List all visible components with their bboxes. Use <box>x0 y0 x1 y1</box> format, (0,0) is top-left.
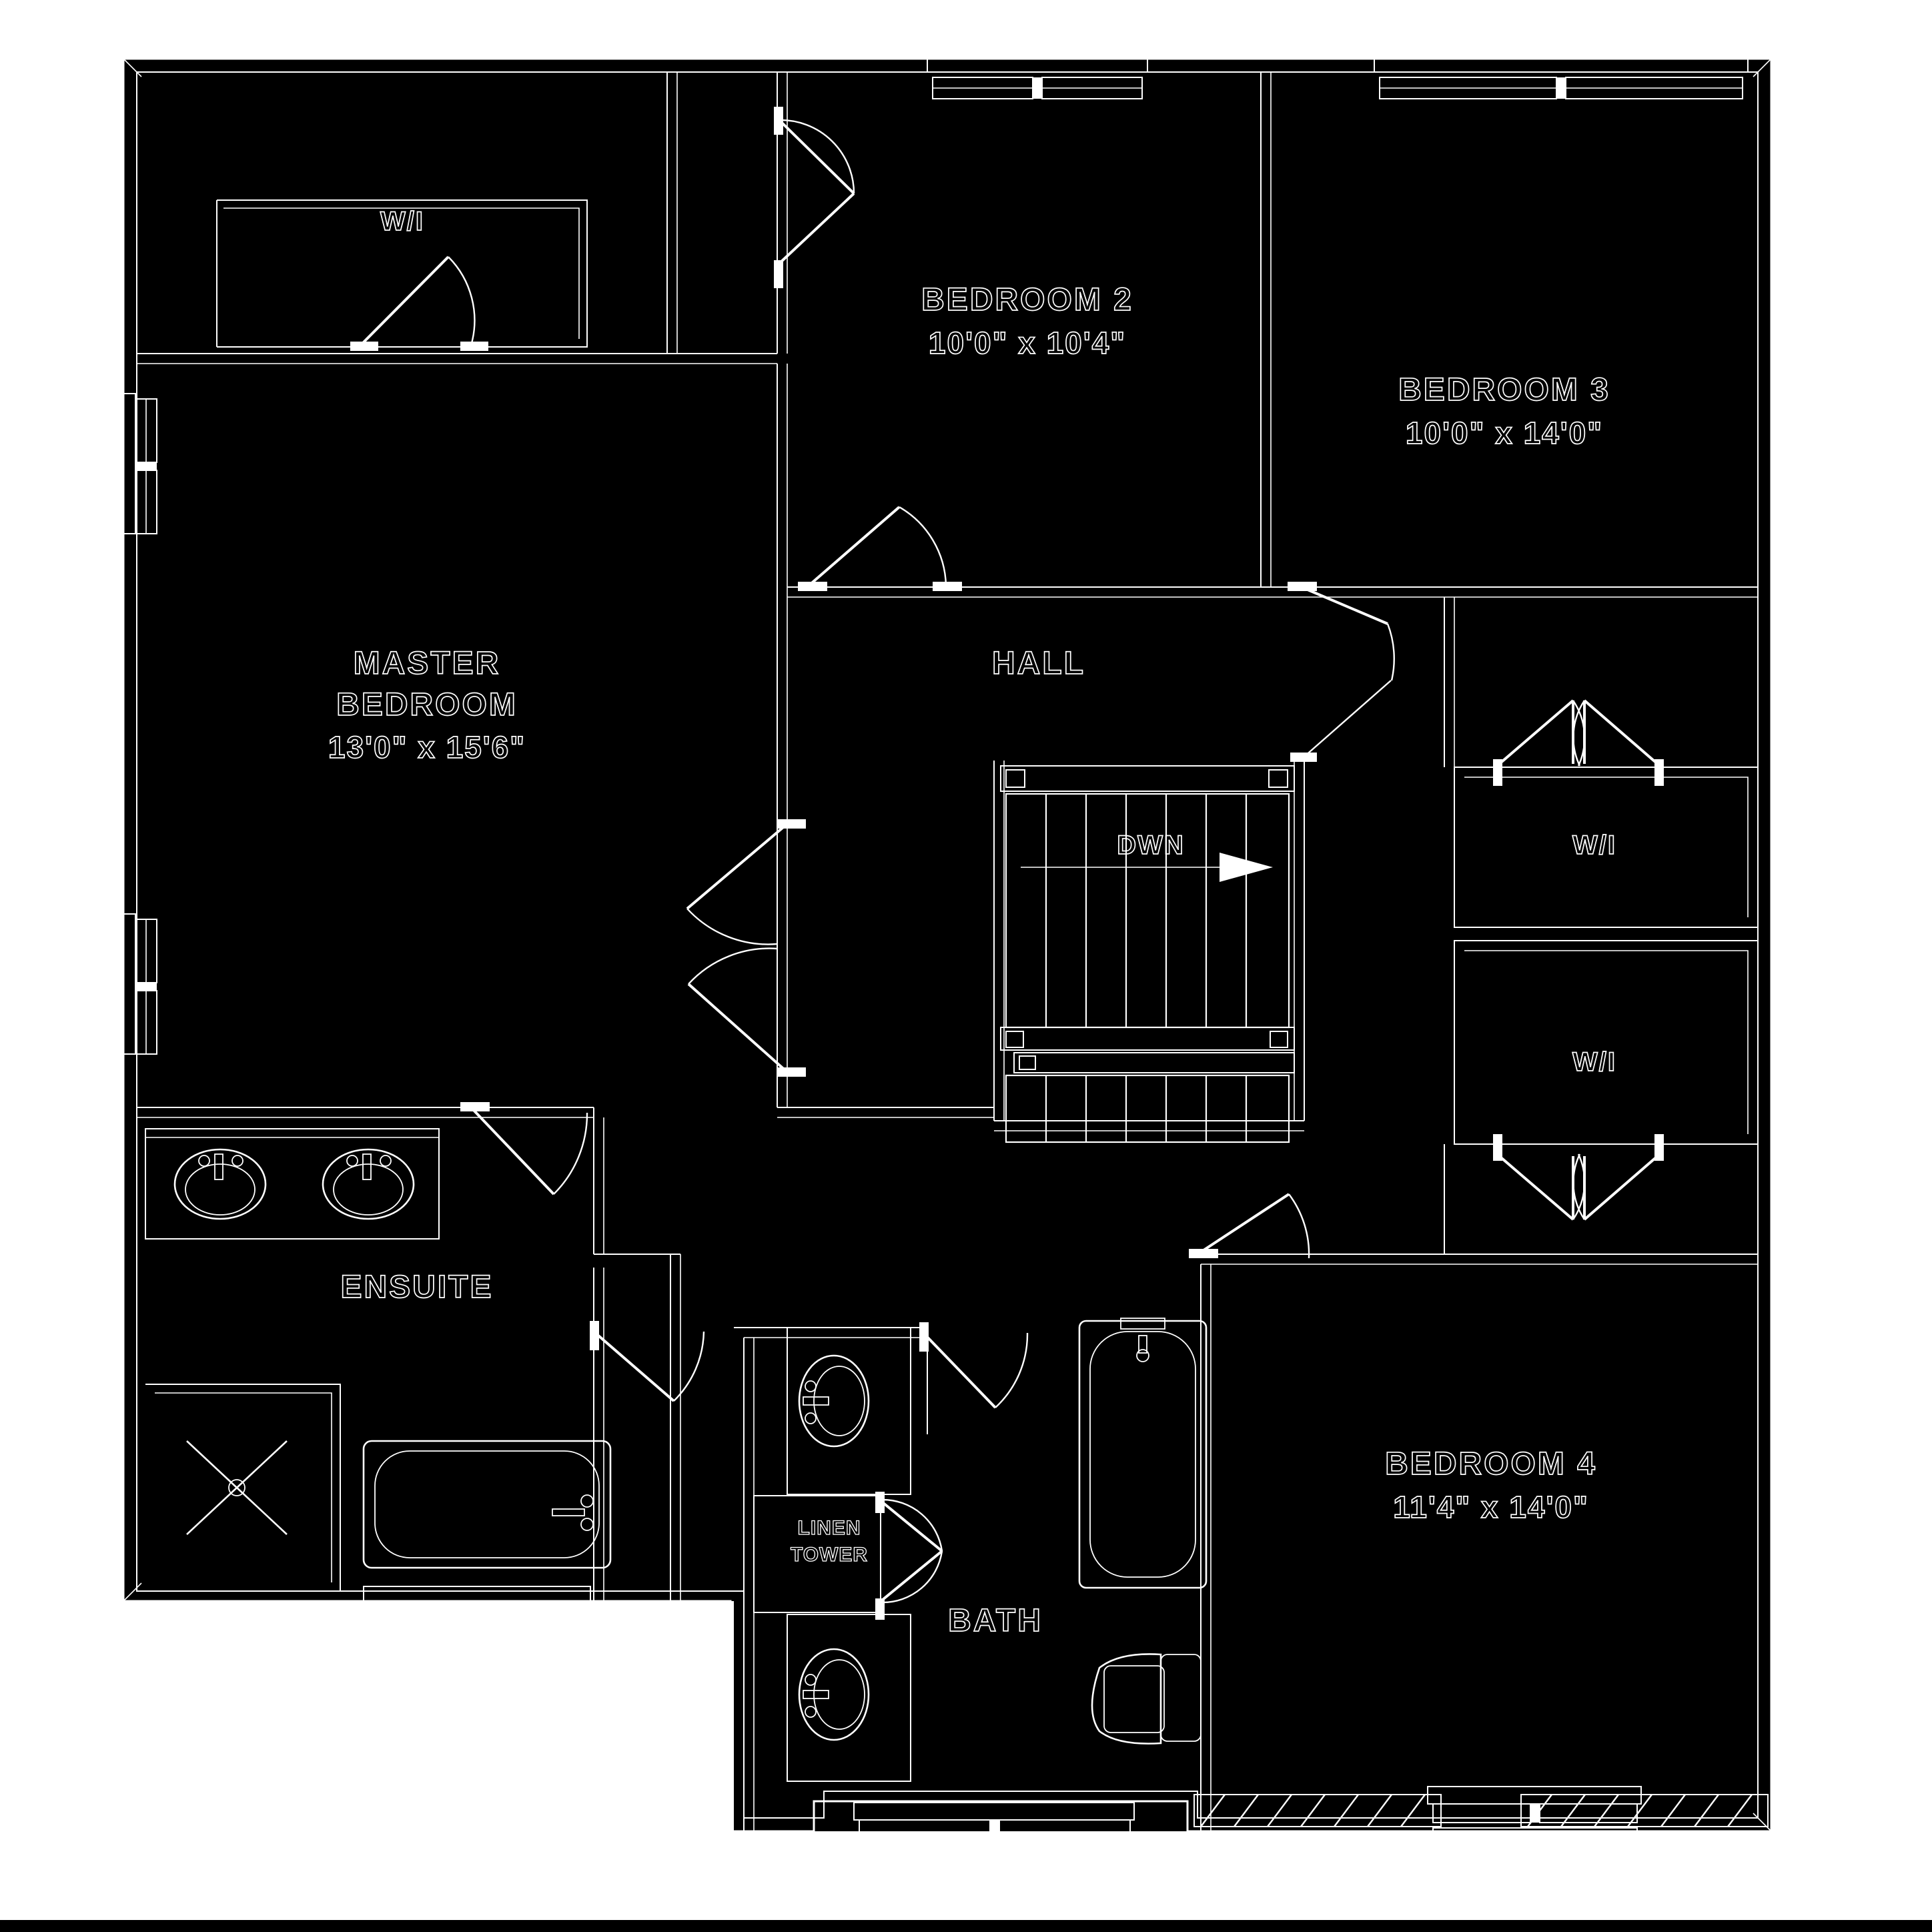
bathtub-bath <box>1078 1318 1208 1589</box>
door-bedroom2 <box>798 506 962 591</box>
hatched-wall-bottom <box>1193 1794 1769 1827</box>
label-wi-upper-right: W/I <box>1572 831 1616 860</box>
plan-mass <box>123 59 1771 1831</box>
bathtub-ensuite <box>362 1440 612 1569</box>
room-labels: MASTER BEDROOM 13'0" x 15'6" BEDROOM 2 1… <box>328 206 1616 1639</box>
label-stairs-direction: DWN <box>1117 831 1185 860</box>
door-bedroom2-closet <box>774 107 855 288</box>
oval-sink-bath-upper <box>798 1354 870 1448</box>
door-ensuite-inner <box>590 1321 705 1402</box>
exterior-walls <box>122 57 1773 1833</box>
staircase <box>1000 765 1295 1143</box>
label-wi-master: W/I <box>380 207 424 236</box>
label-bedroom-2: BEDROOM 2 <box>921 282 1133 318</box>
label-master-bedroom-dimensions: 13'0" x 15'6" <box>328 730 526 765</box>
fixtures <box>173 1148 1208 1745</box>
label-linen-tower-line2: TOWER <box>791 1544 868 1566</box>
window-master-upper <box>116 393 157 534</box>
label-bedroom-4-dimensions: 11'4" x 14'0" <box>1393 1490 1589 1524</box>
oval-sink-ensuite-left <box>173 1148 267 1220</box>
window-bath <box>853 1802 1135 1839</box>
label-linen-tower-line1: LINEN <box>798 1517 861 1539</box>
label-bedroom-3-dimensions: 10'0" x 14'0" <box>1406 416 1603 450</box>
label-bath: BATH <box>948 1603 1043 1638</box>
bottom-black-bar <box>0 1920 1932 1932</box>
label-bedroom-3: BEDROOM 3 <box>1398 372 1610 408</box>
door-master-bedroom <box>686 819 806 1077</box>
shower-pan-ensuite <box>186 1440 288 1535</box>
windows <box>116 53 1749 1845</box>
door-hall-stair <box>1290 680 1392 762</box>
label-ensuite: ENSUITE <box>340 1270 493 1305</box>
door-wi-upper <box>1493 699 1664 786</box>
door-ensuite <box>460 1102 588 1195</box>
interior-walls <box>137 72 1759 1831</box>
door-bath <box>919 1322 1029 1409</box>
window-ensuite <box>363 1586 591 1626</box>
label-master-bedroom-line2: BEDROOM <box>336 687 518 722</box>
door-bedroom3 <box>1288 582 1395 681</box>
doors[interactable] <box>350 107 1664 1620</box>
window-master-lower <box>116 913 157 1055</box>
door-wi-lower <box>1493 1134 1664 1221</box>
window-bedroom4 <box>1427 1786 1642 1845</box>
oval-sink-bath-lower <box>798 1648 870 1741</box>
door-bedroom4 <box>1189 1193 1310 1259</box>
window-bedroom3 <box>1374 53 1749 99</box>
label-wi-lower-right: W/I <box>1572 1047 1616 1077</box>
label-master-bedroom-line1: MASTER <box>354 646 501 681</box>
label-hall: HALL <box>992 646 1085 681</box>
door-linen-tower <box>875 1492 943 1620</box>
window-bedroom2 <box>927 53 1148 99</box>
oval-sink-ensuite-right <box>322 1148 415 1220</box>
label-bedroom-2-dimensions: 10'0" x 10'4" <box>929 326 1126 360</box>
label-bedroom-4: BEDROOM 4 <box>1385 1446 1597 1482</box>
toilet-bath <box>1091 1653 1201 1745</box>
door-master-closet <box>350 256 488 351</box>
